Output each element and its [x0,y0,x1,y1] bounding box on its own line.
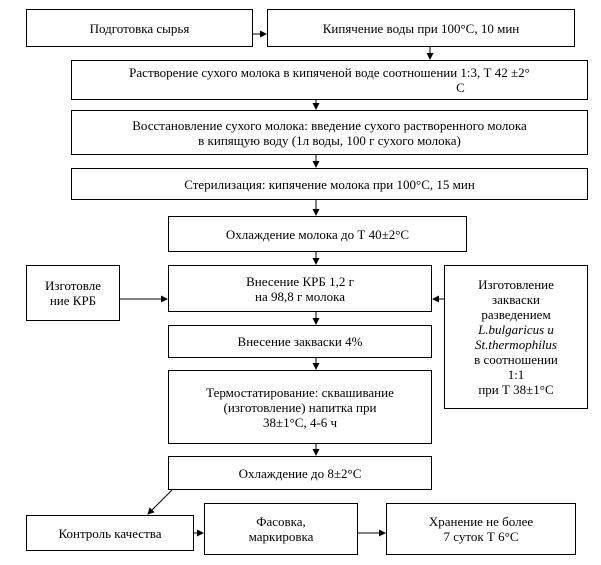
dissolve-box: Растворение сухого молока в кипяченой во… [71,60,588,100]
storage-box: Хранение не более 7 суток Т 6°С [386,503,576,555]
dissolve-line-1: Растворение сухого молока в кипяченой во… [129,65,530,80]
restore-box: Восстановление сухого молока: введение с… [71,110,588,155]
restore-line-1: Восстановление сухого молока: введение с… [132,117,527,133]
starter-make-box: Изготовление закваски разведением L.bulg… [444,265,588,409]
raw-prep-label: Подготовка сырья [89,20,190,36]
packing-box: Фасовка, маркировка [204,503,358,555]
cool-40-label: Охлаждение молока до Т 40±2°С [225,226,410,242]
thermostat-line-1: Термостатирование: сквашивание [206,384,394,400]
starter-add-label: Внесение закваски 4% [237,334,363,349]
packing-line-2: маркировка [248,529,314,544]
storage-line-1: Хранение не более [428,514,534,529]
packing-line-1: Фасовка, [256,514,306,529]
restore-line-2: в кипящую воду (1л воды, 100 г сухого мо… [198,132,461,148]
starter-make-line-6: в соотношении [474,352,558,367]
starter-make-line-7: 1:1 [507,367,525,382]
quality-label: Контроль качества [58,525,162,541]
krb-make-line-2: ние КРБ [49,293,97,308]
sterilize-label: Стерилизация: кипячение молока при 100°С… [184,176,475,192]
cool-8-box: Охлаждение до 8±2°С [168,456,432,490]
krb-add-line-2: на 98,8 г молока [255,288,345,304]
thermostat-line-3: 38±1°С, 4-6 ч [262,414,338,430]
krb-make-box: Изготовле ние КРБ [26,265,120,321]
starter-make-line-3: разведением [481,307,551,322]
starter-make-line-1: Изготовление [478,277,554,292]
cool-8-label: Охлаждение до 8±2°С [238,465,362,481]
thermostat-line-2: (изготовление) напитка при [223,399,377,415]
cool-40-box: Охлаждение молока до Т 40±2°С [168,216,467,252]
sterilize-box: Стерилизация: кипячение молока при 100°С… [71,168,588,200]
arrow-cool8-to-quality [147,489,173,515]
krb-make-line-1: Изготовле [44,278,102,293]
starter-make-line-2: закваски [491,292,540,307]
krb-add-line-1: Внесение КРБ 1,2 г [246,273,354,289]
thermostat-box: Термостатирование: сквашивание (изготовл… [168,370,432,444]
boil-water-box: Кипячение воды при 100°С, 10 мин [267,9,575,47]
storage-line-2: 7 суток Т 6°С [443,529,519,544]
starter-make-line-5: St.thermophilus [475,337,557,352]
starter-make-line-4: L.bulgaricus и [478,322,554,337]
starter-add-box: Внесение закваски 4% [168,325,432,358]
krb-add-box: Внесение КРБ 1,2 г на 98,8 г молока [168,265,432,312]
starter-make-line-8: при Т 38±1°С [478,382,554,397]
dissolve-line-2: С [456,80,465,95]
boil-water-label: Кипячение воды при 100°С, 10 мин [322,20,520,36]
quality-box: Контроль качества [26,515,194,551]
raw-prep-box: Подготовка сырья [26,9,253,47]
